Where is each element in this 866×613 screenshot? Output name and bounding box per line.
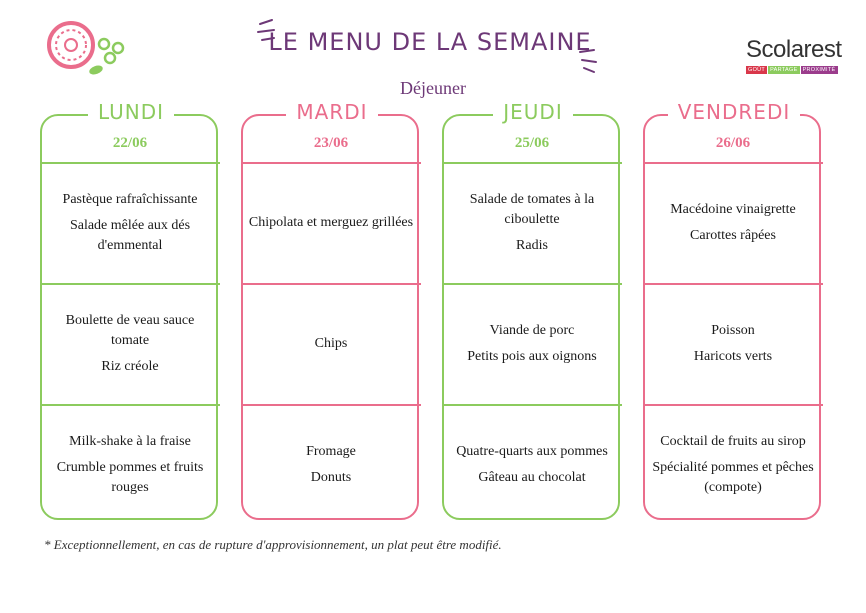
day-name: LUNDI xyxy=(40,100,222,124)
dish-item: Salade de tomates à la ciboulette xyxy=(469,191,595,227)
dish-item: Radis xyxy=(516,237,548,253)
dish-item: Chips xyxy=(314,335,348,351)
dish-item: Spécialité pommes et pêches (compote) xyxy=(652,459,814,495)
row-divider xyxy=(241,283,421,285)
day-name: VENDREDI xyxy=(643,100,825,124)
day-name: MARDI xyxy=(241,100,423,124)
title-area: LE MENU DE LA SEMAINE xyxy=(240,18,620,78)
dish-item: Salade mêlée aux dés d'emmental xyxy=(69,217,191,253)
day-name-label: VENDREDI xyxy=(667,100,801,124)
brand-logo: Scolarest GOÛT PARTAGE PROXIMITÉ xyxy=(746,36,842,78)
dish-item: Carottes râpées xyxy=(690,227,776,243)
row-divider xyxy=(40,162,220,164)
title-left-decoration-icon xyxy=(257,19,275,41)
row-divider xyxy=(442,404,622,406)
row-divider xyxy=(241,404,421,406)
dish-item: Petits pois aux oignons xyxy=(467,348,597,364)
dish-item: Quatre-quarts aux pommes xyxy=(456,443,608,459)
dish-item: Pastèque rafraîchissante xyxy=(62,191,198,207)
row-divider xyxy=(643,404,823,406)
dish-item: Milk-shake à la fraise xyxy=(69,433,191,449)
day-date: 23/06 xyxy=(313,135,349,151)
day-date: 25/06 xyxy=(514,135,550,151)
dish-item: Chipolata et merguez grillées xyxy=(248,214,414,230)
dish-item: Cocktail de fruits au sirop xyxy=(660,433,806,449)
dish-item: Riz créole xyxy=(101,358,159,374)
day-name-label: JEUDI xyxy=(493,100,573,124)
main-cell: Chips xyxy=(247,284,415,403)
row-divider xyxy=(643,162,823,164)
dish-item: Gâteau au chocolat xyxy=(478,469,586,485)
row-divider xyxy=(40,283,220,285)
page-title: LE MENU DE LA SEMAINE xyxy=(268,28,592,56)
row-divider xyxy=(442,162,622,164)
row-divider xyxy=(241,162,421,164)
starter-cell: Chipolata et merguez grillées xyxy=(247,163,415,282)
brand-tags: GOÛT PARTAGE PROXIMITÉ xyxy=(746,66,838,74)
dish-item: Poisson xyxy=(711,322,755,338)
day-date: 22/06 xyxy=(112,135,148,151)
row-divider xyxy=(643,283,823,285)
title-right-decoration-icon xyxy=(579,49,597,73)
watermelon-logo-icon xyxy=(47,21,125,75)
day-name-label: MARDI xyxy=(286,100,378,124)
day-date: 26/06 xyxy=(715,135,751,151)
dish-item: Viande de porc xyxy=(489,322,575,338)
dish-item: Haricots verts xyxy=(693,348,773,364)
meal-subtitle: Déjeuner xyxy=(400,78,466,98)
day-name-label: LUNDI xyxy=(87,100,175,124)
dish-item: Donuts xyxy=(310,469,352,485)
dish-item: Crumble pommes et fruits rouges xyxy=(56,459,204,495)
day-name: JEUDI xyxy=(442,100,624,124)
dish-item: Boulette de veau sauce tomate xyxy=(65,312,195,348)
dish-item: Macédoine vinaigrette xyxy=(670,201,796,217)
dish-item: Fromage xyxy=(306,443,356,459)
brand-tag: GOÛT xyxy=(746,66,768,74)
brand-name: Scolarest xyxy=(746,36,842,63)
brand-tag: PROXIMITÉ xyxy=(800,66,838,74)
brand-tag: PARTAGE xyxy=(768,66,800,74)
footnote: * Exceptionnellement, en cas de rupture … xyxy=(44,537,502,552)
row-divider xyxy=(442,283,622,285)
row-divider xyxy=(40,404,220,406)
